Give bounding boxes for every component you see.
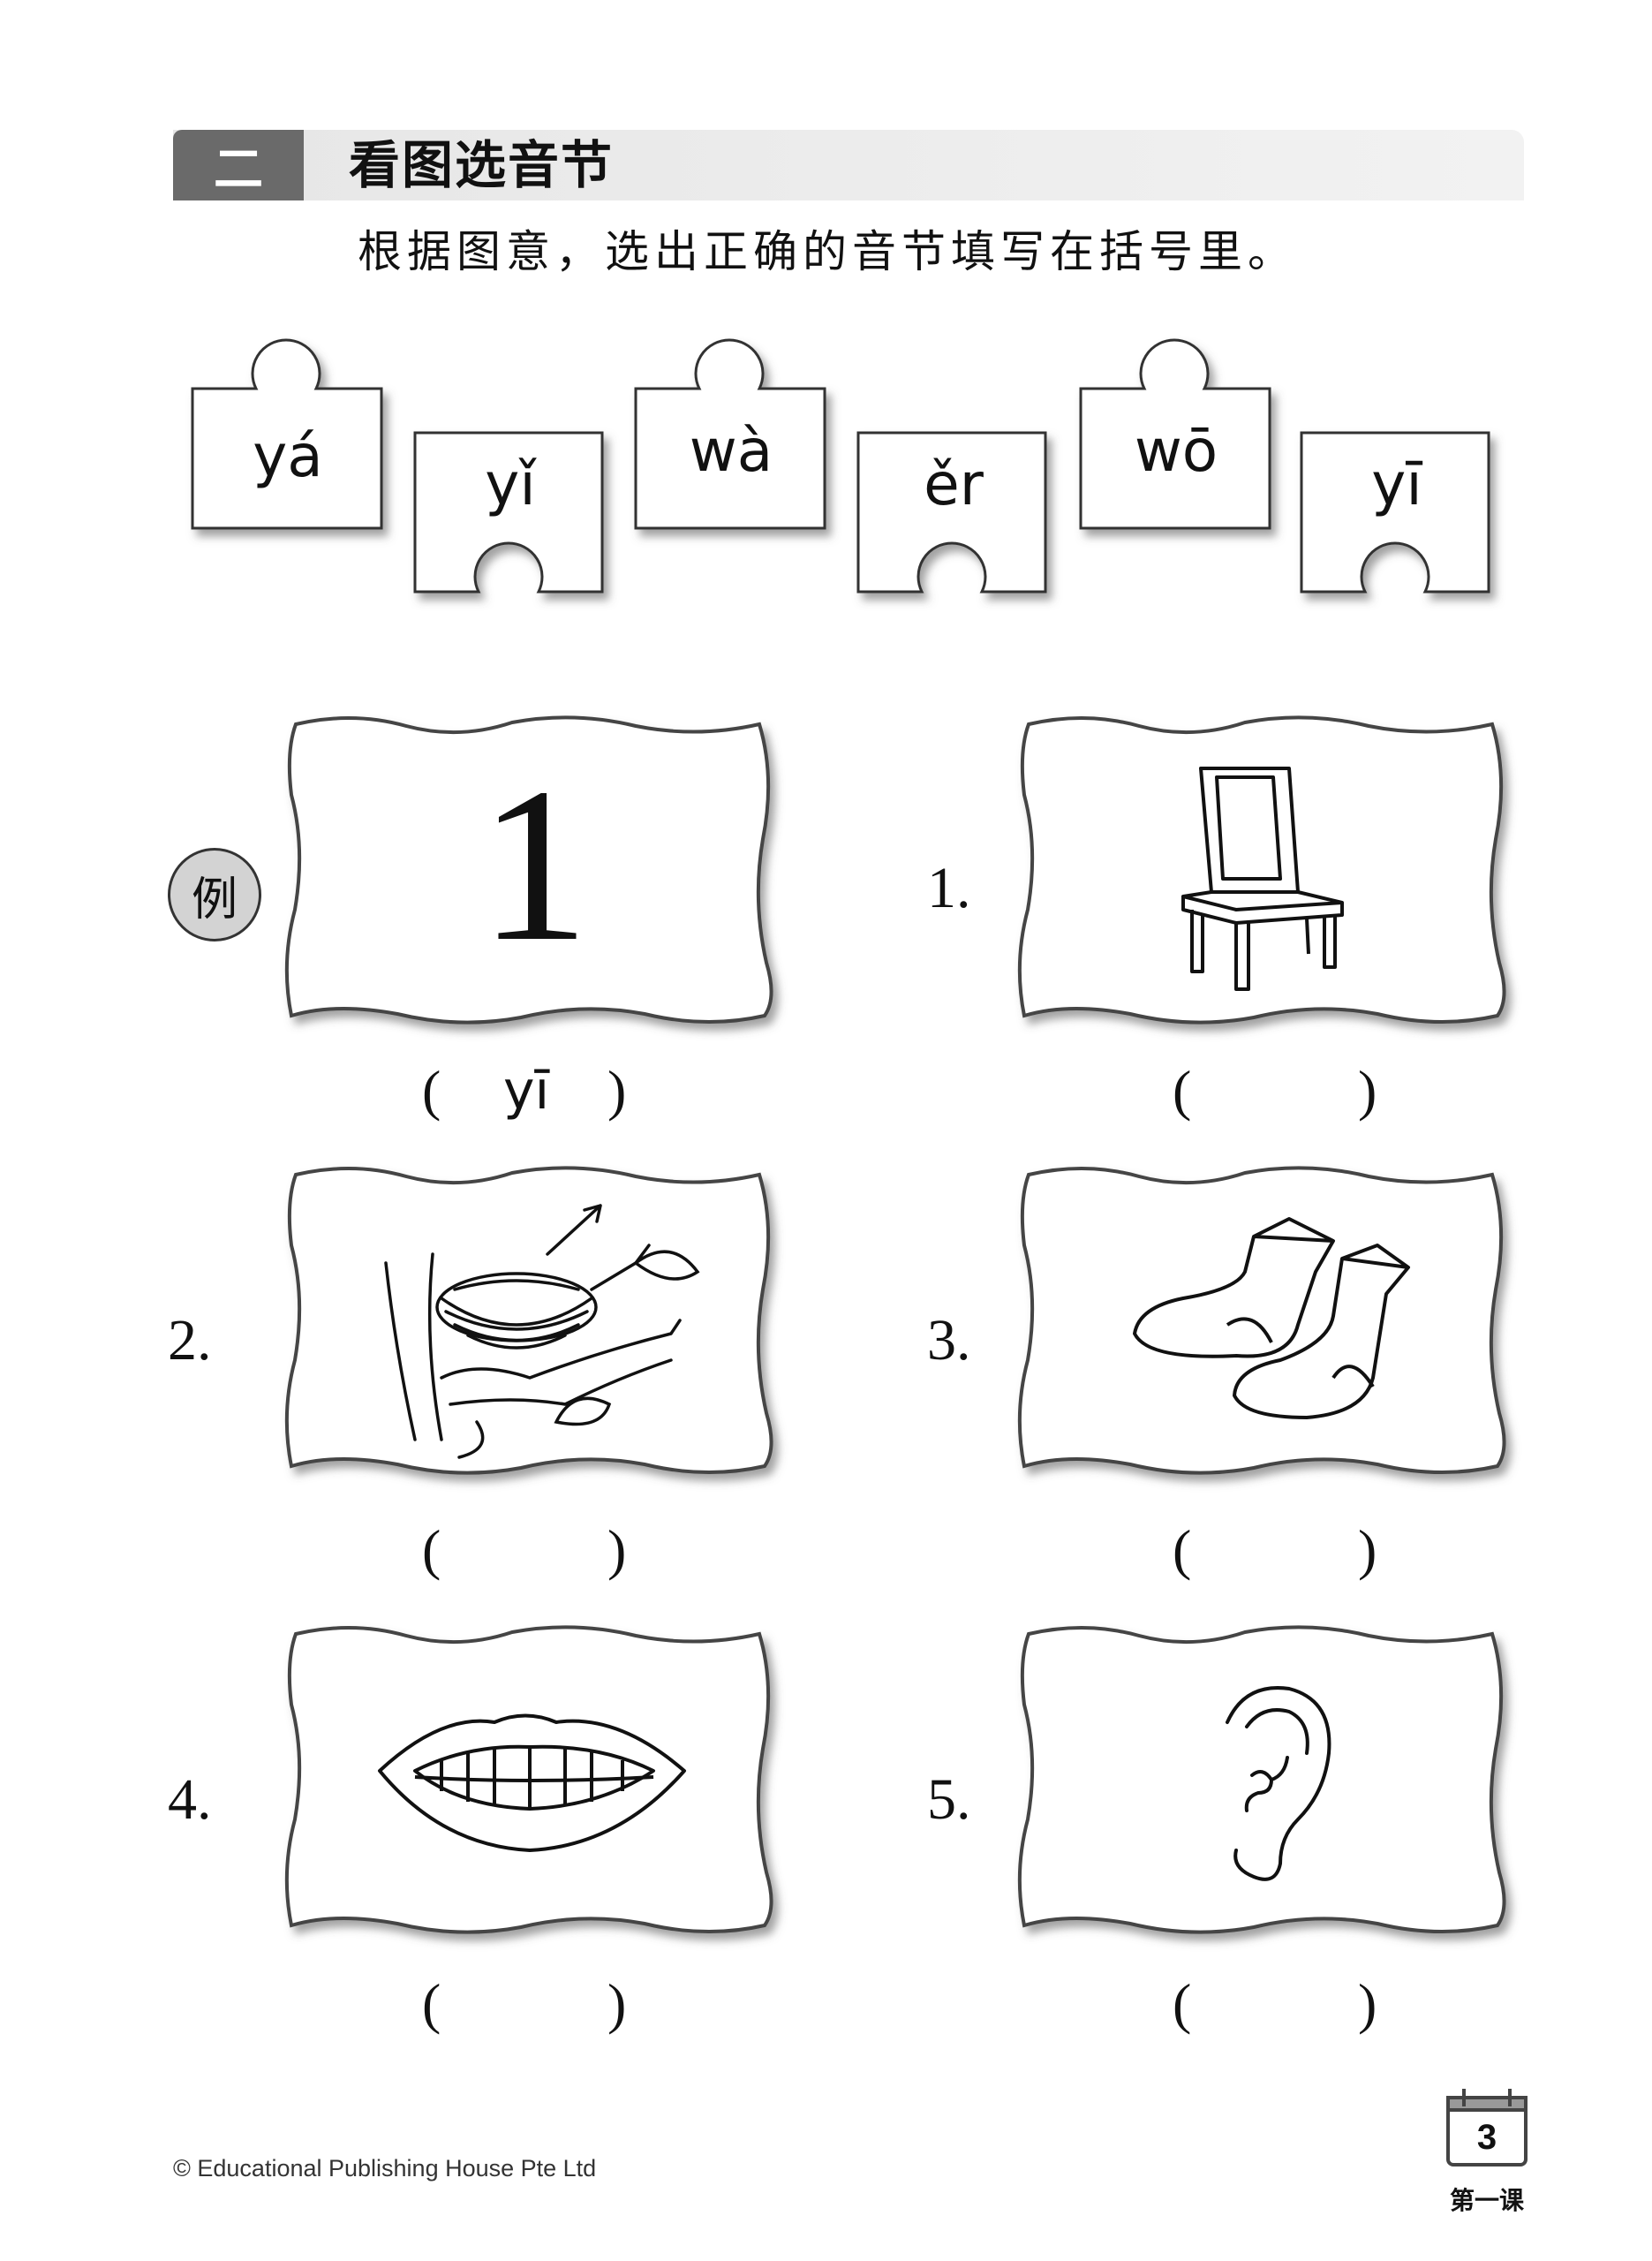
- question-number-3: 3.: [927, 1308, 971, 1372]
- answer-slot-4-close: ): [607, 1972, 627, 2035]
- calendar-icon: [1446, 2089, 1528, 2166]
- answer-slot-3-close: ): [1358, 1518, 1377, 1581]
- syllable-option: yī: [1371, 450, 1422, 518]
- copyright-text: © Educational Publishing House Pte Ltd: [173, 2155, 597, 2182]
- frame-example: [284, 715, 773, 1025]
- example-badge: 例: [168, 848, 261, 941]
- example-picture-number: 1: [479, 743, 590, 987]
- answer-slot-5-open[interactable]: (: [1173, 1972, 1192, 2035]
- frame-q3: [1017, 1166, 1506, 1475]
- section-title: 看图选音节: [349, 135, 615, 195]
- question-number-2: 2.: [168, 1308, 212, 1372]
- section-header-bar: [173, 130, 1524, 200]
- frame-q5: [1017, 1625, 1506, 1934]
- lesson-label: 第一课: [1449, 2186, 1524, 2215]
- answer-slot-2-open[interactable]: (: [422, 1518, 441, 1581]
- instruction-text: 根据图意，选出正确的音节填写在括号里。: [358, 226, 1297, 277]
- answer-slot-5-close: ): [1358, 1972, 1377, 2035]
- syllable-option: wà: [689, 417, 773, 485]
- section-number: 二: [173, 130, 304, 200]
- puzzle-piece-1: [191, 338, 383, 530]
- question-number-1: 1.: [927, 856, 971, 920]
- syllable-option: wō: [1134, 417, 1218, 485]
- teeth-icon: [378, 1713, 686, 1852]
- answer-slot-1-close: ): [1358, 1059, 1377, 1122]
- syllable-option: yá: [253, 422, 323, 490]
- question-number-5: 5.: [927, 1767, 971, 1832]
- ear-icon: [1226, 1686, 1331, 1881]
- puzzle-piece-2: [413, 431, 604, 594]
- example-answer: yī: [503, 1060, 550, 1122]
- chair-icon: [1181, 767, 1344, 991]
- answer-slot-3-open[interactable]: (: [1173, 1518, 1192, 1581]
- close-paren: ): [607, 1059, 627, 1122]
- open-paren: (: [422, 1059, 441, 1122]
- syllable-option: yǐ: [485, 450, 536, 518]
- question-number-4: 4.: [168, 1767, 212, 1832]
- puzzle-piece-6: [1300, 431, 1490, 594]
- nest-icon: [384, 1204, 700, 1459]
- answer-slot-2-close: ): [607, 1518, 627, 1581]
- puzzle-piece-5: [1079, 338, 1271, 530]
- puzzle-piece-4: [856, 431, 1047, 594]
- answer-slot-4-open[interactable]: (: [422, 1972, 441, 2035]
- answer-slot-1-open[interactable]: (: [1173, 1059, 1192, 1122]
- frame-q2: [284, 1166, 773, 1475]
- socks-icon: [1133, 1217, 1410, 1419]
- page-number: 3: [1476, 2118, 1497, 2157]
- frame-q1: [1017, 715, 1506, 1025]
- puzzle-piece-3: [634, 338, 826, 530]
- syllable-option: ěr: [924, 450, 984, 518]
